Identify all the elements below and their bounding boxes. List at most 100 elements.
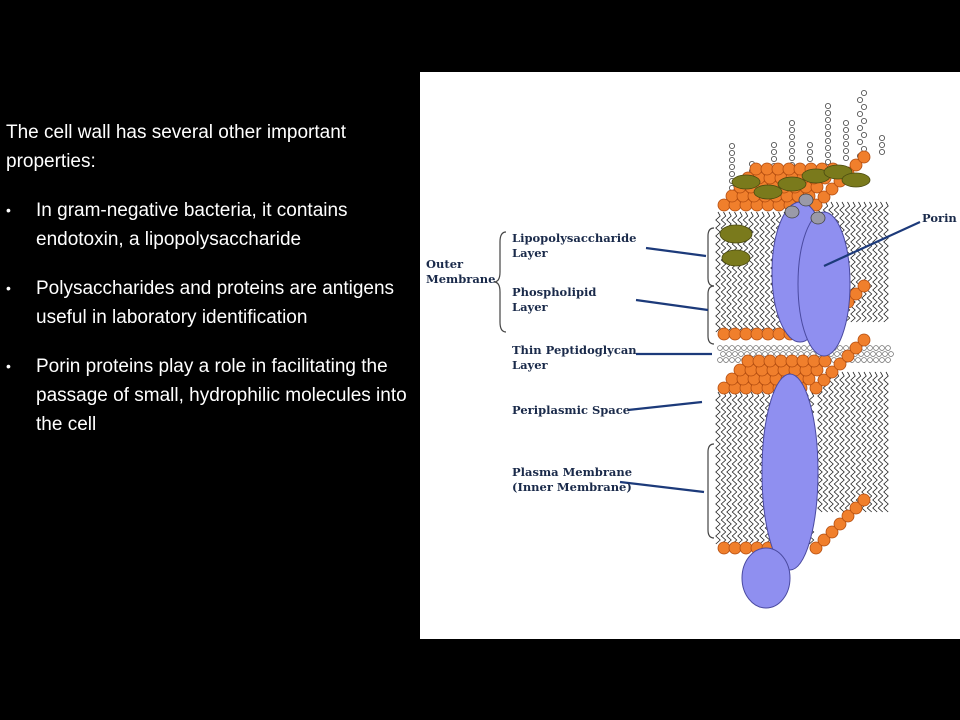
lipid-tail — [726, 391, 732, 545]
lps-sugar — [860, 103, 868, 111]
phospholipid-head — [809, 541, 823, 555]
diagram-svg: Outer Membrane Lipopolysaccharide Layer … — [426, 89, 957, 609]
lipid-tail — [855, 371, 862, 513]
lps-cap — [731, 174, 761, 190]
peptidoglycan-unit — [762, 351, 768, 357]
lipid-tail — [748, 391, 754, 545]
lps-cap — [753, 184, 783, 200]
peptidoglycan-unit — [777, 345, 783, 351]
lps-label: Lipopolysaccharide Layer — [512, 231, 640, 260]
phospholipid-head — [857, 150, 871, 164]
lps-brace — [707, 227, 715, 287]
phospholipid-head — [761, 327, 775, 341]
lipid-tail — [883, 201, 889, 323]
plasma-brace — [707, 443, 715, 539]
lipid-tail — [861, 371, 867, 513]
phospholipid-head — [825, 365, 839, 379]
lipid-tail — [742, 391, 749, 545]
phospholipid-head — [741, 354, 755, 368]
phospholipid-head — [833, 357, 847, 371]
lps-sugar — [824, 144, 832, 152]
bullet-item: • Polysaccharides and proteins are antig… — [6, 274, 418, 332]
peptidoglycan-unit — [723, 345, 729, 351]
lipid-tail — [828, 371, 834, 513]
text-panel: The cell wall has several other importan… — [6, 118, 418, 459]
peptidoglycan-unit — [855, 357, 861, 363]
lps-sugar — [842, 154, 850, 162]
phospholipid-head — [825, 525, 839, 539]
lps-sugar — [788, 133, 796, 141]
phospholipid-head — [785, 354, 799, 368]
bullet-dot: • — [6, 202, 11, 218]
lps-sugar — [856, 124, 864, 132]
lps-sugar — [842, 140, 850, 148]
porin-protein — [797, 211, 851, 357]
peptidoglycan-unit — [735, 345, 741, 351]
lipid-tail — [866, 201, 873, 323]
lps-sugar — [770, 141, 778, 149]
lps-sugar — [842, 119, 850, 127]
lps-sugar — [824, 109, 832, 117]
outer-membrane-brace — [493, 231, 507, 333]
lipid-tail — [759, 211, 765, 333]
bullet-text: In gram-negative bacteria, it contains e… — [36, 200, 348, 250]
lps-sugar — [788, 147, 796, 155]
lipid-tail — [844, 371, 851, 513]
peptidoglycan-unit — [720, 351, 726, 357]
phospholipid-head — [771, 162, 785, 176]
lipid-tail — [850, 201, 856, 323]
lps-sugar — [842, 126, 850, 134]
lps-sugar — [728, 170, 736, 178]
lipid-tail — [737, 391, 743, 545]
phospholipid-head — [782, 162, 796, 176]
phospholipid-head — [774, 354, 788, 368]
phospholipid-head — [817, 533, 831, 547]
phospholipid-head — [817, 373, 831, 387]
lipid-tail — [817, 371, 823, 513]
lps-sugar — [728, 149, 736, 157]
lipid-tail — [753, 211, 760, 333]
peptidoglycan-unit — [879, 345, 885, 351]
phospholipid-head — [841, 509, 855, 523]
bullet-text: Porin proteins play a role in facilitati… — [36, 356, 407, 435]
peptidoglycan-unit — [876, 351, 882, 357]
phospholipid-head — [841, 349, 855, 363]
peptidoglycan-unit — [729, 357, 735, 363]
phospholipid-head — [739, 327, 753, 341]
lps-sugar — [728, 142, 736, 150]
phospholipid-head — [833, 517, 847, 531]
lps-sugar — [770, 155, 778, 163]
peptidoglycan-unit — [747, 345, 753, 351]
peptidoglycan-unit — [753, 345, 759, 351]
phospholipid-head — [849, 158, 863, 172]
phospholipid-head — [772, 327, 786, 341]
peptidoglycan-unit — [717, 357, 723, 363]
porin-channel — [798, 193, 814, 207]
plasma-membrane-label: Plasma Membrane (Inner Membrane) — [512, 465, 636, 494]
peptidoglycan-unit — [861, 357, 867, 363]
peptidoglycan-unit — [771, 345, 777, 351]
peptidoglycan-unit — [732, 351, 738, 357]
bullet-item: • In gram-negative bacteria, it contains… — [6, 196, 418, 254]
peptidoglycan-unit — [759, 345, 765, 351]
lipid-tail — [720, 391, 727, 545]
lps-sugar — [842, 147, 850, 155]
phospholipid-pointer — [635, 298, 709, 312]
peptidoglycan-unit — [738, 351, 744, 357]
periplasmic-label: Periplasmic Space — [512, 403, 630, 417]
phospholipid-head — [796, 354, 810, 368]
phospholipid-head — [809, 381, 823, 395]
phospholipid-label: Phospholipid Layer — [512, 285, 600, 314]
peptidoglycan-unit — [789, 345, 795, 351]
lps-sugar — [824, 102, 832, 110]
lps-sugar — [806, 141, 814, 149]
membrane-proteins — [741, 193, 851, 609]
outer-membrane-label: Outer Membrane — [426, 257, 495, 286]
lps-sugar — [878, 148, 886, 156]
periplasmic-pointer — [627, 400, 703, 412]
peptidoglycan-unit — [723, 357, 729, 363]
peptidoglycan-unit — [885, 357, 891, 363]
peptidoglycan-unit — [867, 357, 873, 363]
lipid-tail — [861, 201, 867, 323]
bullet-dot: • — [6, 280, 11, 296]
